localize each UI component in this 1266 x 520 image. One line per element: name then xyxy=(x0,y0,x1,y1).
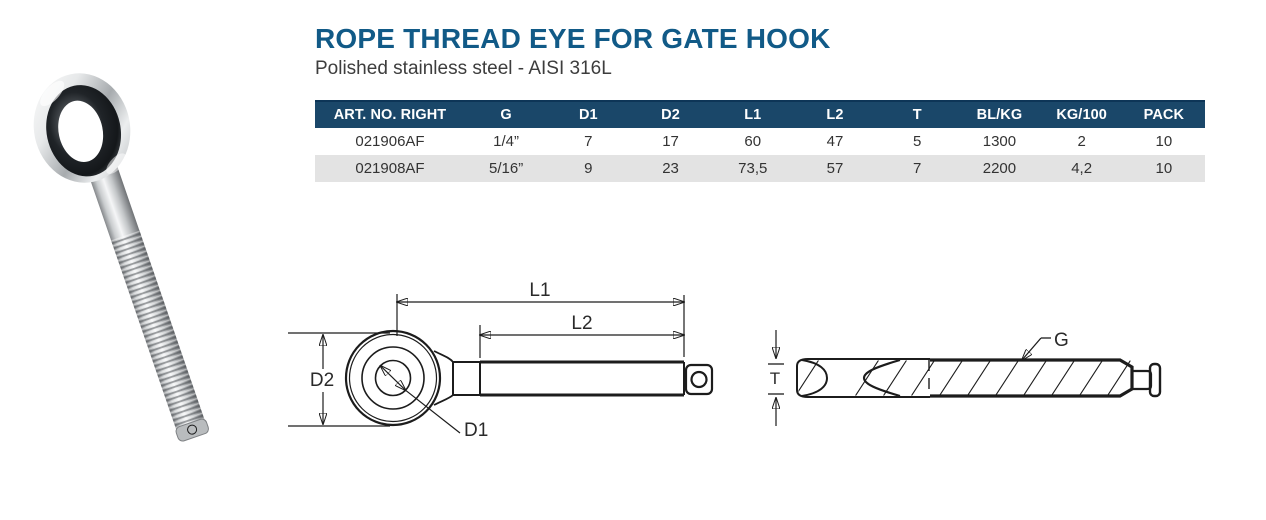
eye-outline xyxy=(344,329,442,427)
table-cell: 7 xyxy=(584,133,593,150)
ring-highlight xyxy=(40,80,65,107)
table-cell: 23 xyxy=(662,160,679,177)
dimension-d1: D1 xyxy=(381,366,488,441)
header-cell: G xyxy=(500,107,512,123)
eye-edge-arc xyxy=(801,359,829,397)
eye-hole-arc xyxy=(862,358,901,398)
table-cell: 1300 xyxy=(982,133,1017,150)
header-cell: ART. NO. RIGHT xyxy=(333,107,447,123)
dimension-label-g: G xyxy=(1054,330,1069,351)
table-cell: 021908AF xyxy=(355,160,425,177)
end-cap xyxy=(1148,362,1162,398)
table-cell: 1/4” xyxy=(493,133,520,150)
dimension-label-t: T xyxy=(770,369,780,388)
eyebolt-shaft xyxy=(82,147,209,442)
dimension-label-l2: L2 xyxy=(571,313,592,334)
end-lug xyxy=(684,363,714,396)
header-cell: T xyxy=(912,107,922,123)
header-cell: PACK xyxy=(1143,107,1185,123)
spec-table: ART. NO. RIGHT G D1 D2 L1 L2 T BL/KG KG/… xyxy=(315,100,1205,182)
dimension-l2: L2 xyxy=(480,313,684,358)
thread-outline xyxy=(930,358,1134,398)
table-cell: 2200 xyxy=(982,160,1017,177)
dimension-label-d1: D1 xyxy=(464,420,488,441)
callout-g: G xyxy=(1022,330,1069,360)
ring-hole xyxy=(58,100,104,163)
header-cell: L1 xyxy=(744,107,762,123)
header-cell: D2 xyxy=(661,107,680,123)
page-subtitle: Polished stainless steel - AISI 316L xyxy=(315,58,612,80)
table-cell: 57 xyxy=(826,160,844,177)
table-cell: 10 xyxy=(1155,160,1173,177)
table-cell: 5/16” xyxy=(489,160,524,177)
table-row: 021906AF 1/4” 7 17 60 47 5 1300 2 10 xyxy=(315,128,1205,155)
dimension-l1: L1 xyxy=(397,280,684,357)
dimension-t: T xyxy=(768,330,784,426)
product-photo xyxy=(33,73,209,442)
ring-highlight-2 xyxy=(106,153,127,175)
shaft-thread-texture xyxy=(110,229,208,439)
end-lug-hole xyxy=(690,370,708,389)
header-cell: KG/100 xyxy=(1056,107,1107,123)
table-cell: 73,5 xyxy=(738,160,768,177)
table-cell: 4,2 xyxy=(1071,160,1093,177)
eyebolt-ring xyxy=(33,73,131,183)
table-cell: 47 xyxy=(826,133,844,150)
bar-outline xyxy=(796,358,1162,398)
shaft-end-cap xyxy=(175,418,209,442)
side-view-diagram: L1 L2 D2 D1 xyxy=(288,280,714,441)
shaft-outline xyxy=(433,350,714,406)
shaft-end-hole xyxy=(187,424,198,435)
dimension-label-l1: L1 xyxy=(529,280,550,301)
table-cell: 021906AF xyxy=(355,133,425,150)
table-cell: 7 xyxy=(913,160,922,177)
header-cell: BL/KG xyxy=(976,107,1023,123)
table-row: 021908AF 5/16” 9 23 73,5 57 7 2200 4,2 1… xyxy=(315,155,1205,182)
page-title: ROPE THREAD EYE FOR GATE HOOK xyxy=(315,23,831,54)
table-body: 021906AF 1/4” 7 17 60 47 5 1300 2 10 021… xyxy=(315,128,1205,182)
header-cell: D1 xyxy=(578,107,598,123)
dimension-d2: D2 xyxy=(288,332,390,427)
table-cell: 17 xyxy=(662,133,679,150)
thread-hatching xyxy=(798,360,1131,396)
title-block: ROPE THREAD EYE FOR GATE HOOK Polished s… xyxy=(315,24,831,80)
table-header-row: ART. NO. RIGHT G D1 D2 L1 L2 T BL/KG KG/… xyxy=(315,100,1205,128)
end-neck xyxy=(1132,369,1153,391)
dimension-label-d2: D2 xyxy=(310,370,334,391)
table-cell: 5 xyxy=(913,133,922,150)
table-cell: 2 xyxy=(1077,133,1086,150)
header-cell: L2 xyxy=(826,107,844,123)
table-cell: 60 xyxy=(744,133,762,150)
top-view-diagram: T G xyxy=(768,330,1162,426)
table-cell: 10 xyxy=(1155,133,1173,150)
table-cell: 9 xyxy=(584,160,593,177)
